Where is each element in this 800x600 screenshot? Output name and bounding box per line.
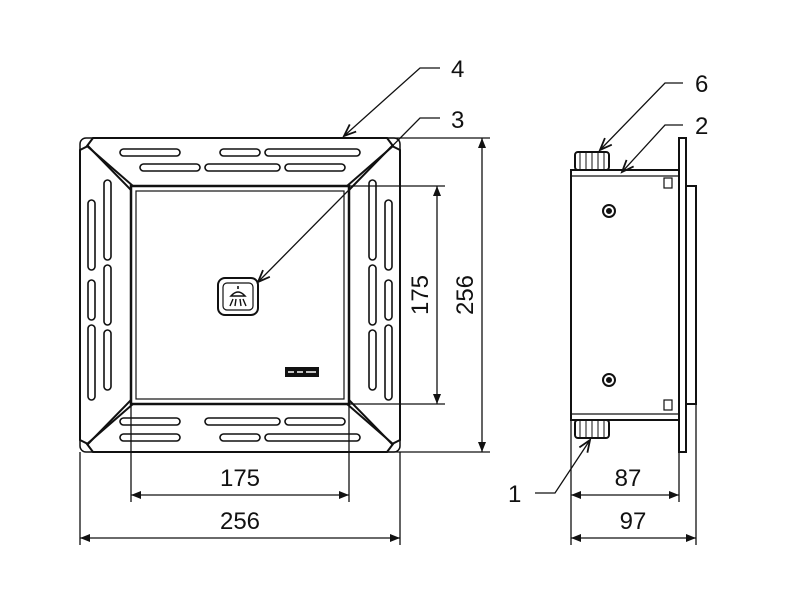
top-connector [574, 151, 610, 171]
cover-plate-side [685, 185, 697, 405]
frame-slots [87, 148, 393, 442]
callout-4: 4 [451, 56, 464, 83]
callout-2: 2 [695, 113, 708, 140]
flange [678, 137, 687, 453]
brand-logo [285, 367, 319, 377]
front-outer-width-label: 256 [220, 508, 260, 535]
side-callout-leaders [535, 82, 683, 494]
cover-plate [129, 184, 351, 406]
bottom-connector [574, 419, 610, 439]
front-inner-width-label: 175 [220, 465, 260, 492]
shower-icon [217, 277, 259, 316]
callout-3: 3 [451, 107, 464, 134]
front-dimensions [79, 137, 490, 545]
cover-plate-inner [135, 190, 345, 400]
side-total-depth-label: 97 [620, 508, 647, 535]
side-body-depth-label: 87 [615, 465, 642, 492]
front-view [79, 137, 401, 453]
housing-body [570, 169, 680, 421]
side-view [570, 137, 697, 453]
callout-1: 1 [508, 481, 521, 508]
screw-bottom [602, 373, 616, 387]
side-dimensions [570, 404, 697, 545]
front-inner-height-label: 175 [407, 275, 434, 315]
callout-6: 6 [695, 71, 708, 98]
front-callout-leaders [258, 67, 440, 282]
front-outer-height-label: 256 [452, 275, 479, 315]
screw-top [602, 204, 616, 218]
